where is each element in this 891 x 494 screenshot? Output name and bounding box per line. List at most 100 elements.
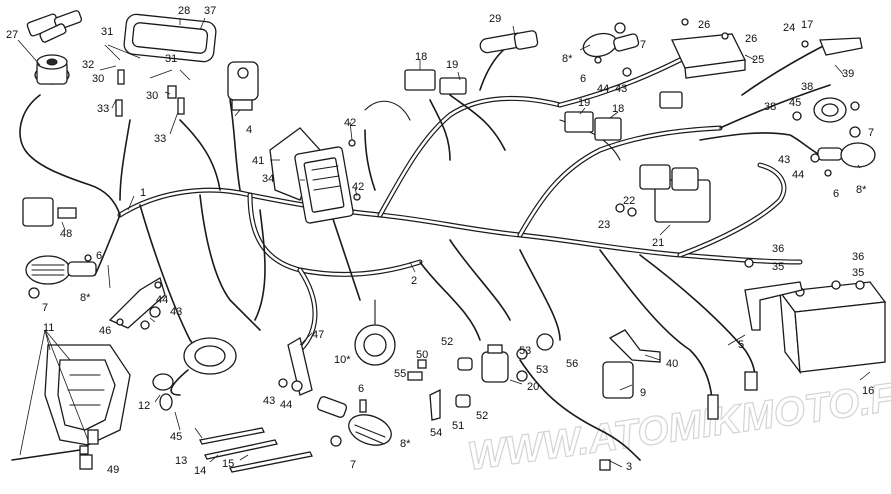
callout-2: 2 (411, 275, 417, 287)
callout-43-top: 43 (615, 83, 627, 95)
callout-18-right: 18 (612, 103, 624, 115)
indicator-rear-right (817, 142, 876, 168)
bracket-47 (287, 336, 313, 396)
callout-49: 49 (107, 464, 119, 476)
callout-3: 3 (626, 461, 632, 473)
callout-38-left: 38 (764, 101, 776, 113)
bulb-holder (170, 337, 237, 396)
callout-9: 9 (640, 387, 646, 399)
ignition-switch (34, 54, 70, 85)
headlight (44, 344, 131, 446)
relay-box-21 (639, 164, 711, 223)
bulb-12 (152, 373, 174, 411)
callout-18-left: 18 (415, 51, 427, 63)
callout-29: 29 (489, 13, 501, 25)
callout-56: 56 (566, 358, 578, 370)
callout-26-right: 26 (745, 33, 757, 45)
clip-49 (79, 454, 93, 470)
callout-5: 5 (738, 339, 744, 351)
callout-47: 47 (312, 329, 324, 341)
ignition-keys (26, 10, 83, 43)
callout-38-top: 38 (801, 81, 813, 93)
callout-33-left: 33 (97, 103, 109, 115)
nut-53-b (516, 370, 528, 382)
relay-48 (22, 197, 77, 227)
callout-40: 40 (666, 358, 678, 370)
callout-24: 24 (783, 22, 795, 34)
callout-21: 21 (652, 237, 664, 249)
bracket-46 (108, 277, 166, 329)
callout-31-left: 31 (101, 26, 113, 38)
callout-26-top: 26 (698, 19, 710, 31)
callout-45-right: 45 (789, 97, 801, 109)
callout-6-top: 6 (580, 73, 586, 85)
bracket-40 (608, 329, 661, 363)
indicator-front-left (25, 255, 97, 285)
callout-45-left: 45 (170, 431, 182, 443)
callout-28: 28 (178, 5, 190, 17)
small-hardware (28, 18, 841, 447)
indicator-front-right (582, 32, 640, 58)
callout-44-right: 44 (792, 169, 804, 181)
callout-55: 55 (394, 368, 406, 380)
horn (354, 299, 396, 366)
instrument-panel (123, 13, 217, 63)
starter-relay (602, 361, 634, 399)
callout-42-top: 42 (344, 117, 356, 129)
callout-15: 15 (222, 458, 234, 470)
connector-18-right (594, 117, 622, 141)
callout-1: 1 (140, 187, 146, 199)
connector-19-left (439, 77, 467, 95)
callout-12: 12 (138, 400, 150, 412)
callout-7-bottom: 7 (350, 459, 356, 471)
secondary-wires (19, 39, 831, 461)
callout-53-bottom: 53 (536, 364, 548, 376)
callout-48: 48 (60, 228, 72, 240)
callout-32: 32 (82, 59, 94, 71)
callout-30-left: 30 (92, 73, 104, 85)
callout-44-top: 44 (597, 83, 609, 95)
callout-53-top: 53 (519, 345, 531, 357)
callout-43-right: 43 (778, 154, 790, 166)
callout-6-left: 6 (96, 250, 102, 262)
callout-20: 20 (527, 381, 539, 393)
callout-34: 34 (262, 173, 274, 185)
regulator-25 (659, 33, 746, 109)
callout-30-right: 30 (146, 90, 158, 102)
callout-6-right: 6 (833, 188, 839, 200)
plug-cable (707, 371, 758, 420)
callout-52-top: 52 (441, 336, 453, 348)
stalk-39 (741, 37, 863, 96)
nut-53-a (516, 348, 528, 360)
callout-31-right: 31 (165, 53, 177, 65)
callout-25: 25 (752, 54, 764, 66)
callout-19-left: 19 (446, 59, 458, 71)
callout-36-left: 36 (772, 243, 784, 255)
headlight-bolt (11, 445, 89, 461)
callout-6-bottom: 6 (358, 383, 364, 395)
callout-8-top: 8* (562, 53, 573, 65)
connector-18-left (404, 69, 436, 91)
rubber-52-b (455, 394, 471, 408)
callout-44-bottom: 44 (280, 399, 292, 411)
bulb-7-right (849, 126, 861, 138)
callout-37: 37 (204, 5, 216, 17)
callout-43-bottom: 43 (263, 395, 275, 407)
cable-ties (199, 427, 313, 473)
callout-42-mid: 42 (352, 181, 364, 193)
callout-33-right: 33 (154, 133, 166, 145)
callout-11: 11 (43, 322, 54, 334)
callout-44-left: 44 (156, 294, 168, 306)
handlebar-switch (227, 61, 259, 111)
callout-10: 10* (334, 354, 351, 366)
connector-3-cap (536, 333, 554, 351)
callout-23: 23 (598, 219, 610, 231)
ecu-34 (294, 146, 354, 224)
indicator-rear-left (316, 396, 392, 446)
callout-7-left: 7 (42, 302, 48, 314)
callout-51: 51 (452, 420, 464, 432)
callout-8-left: 8* (80, 292, 91, 304)
ignition-coil (481, 344, 509, 383)
